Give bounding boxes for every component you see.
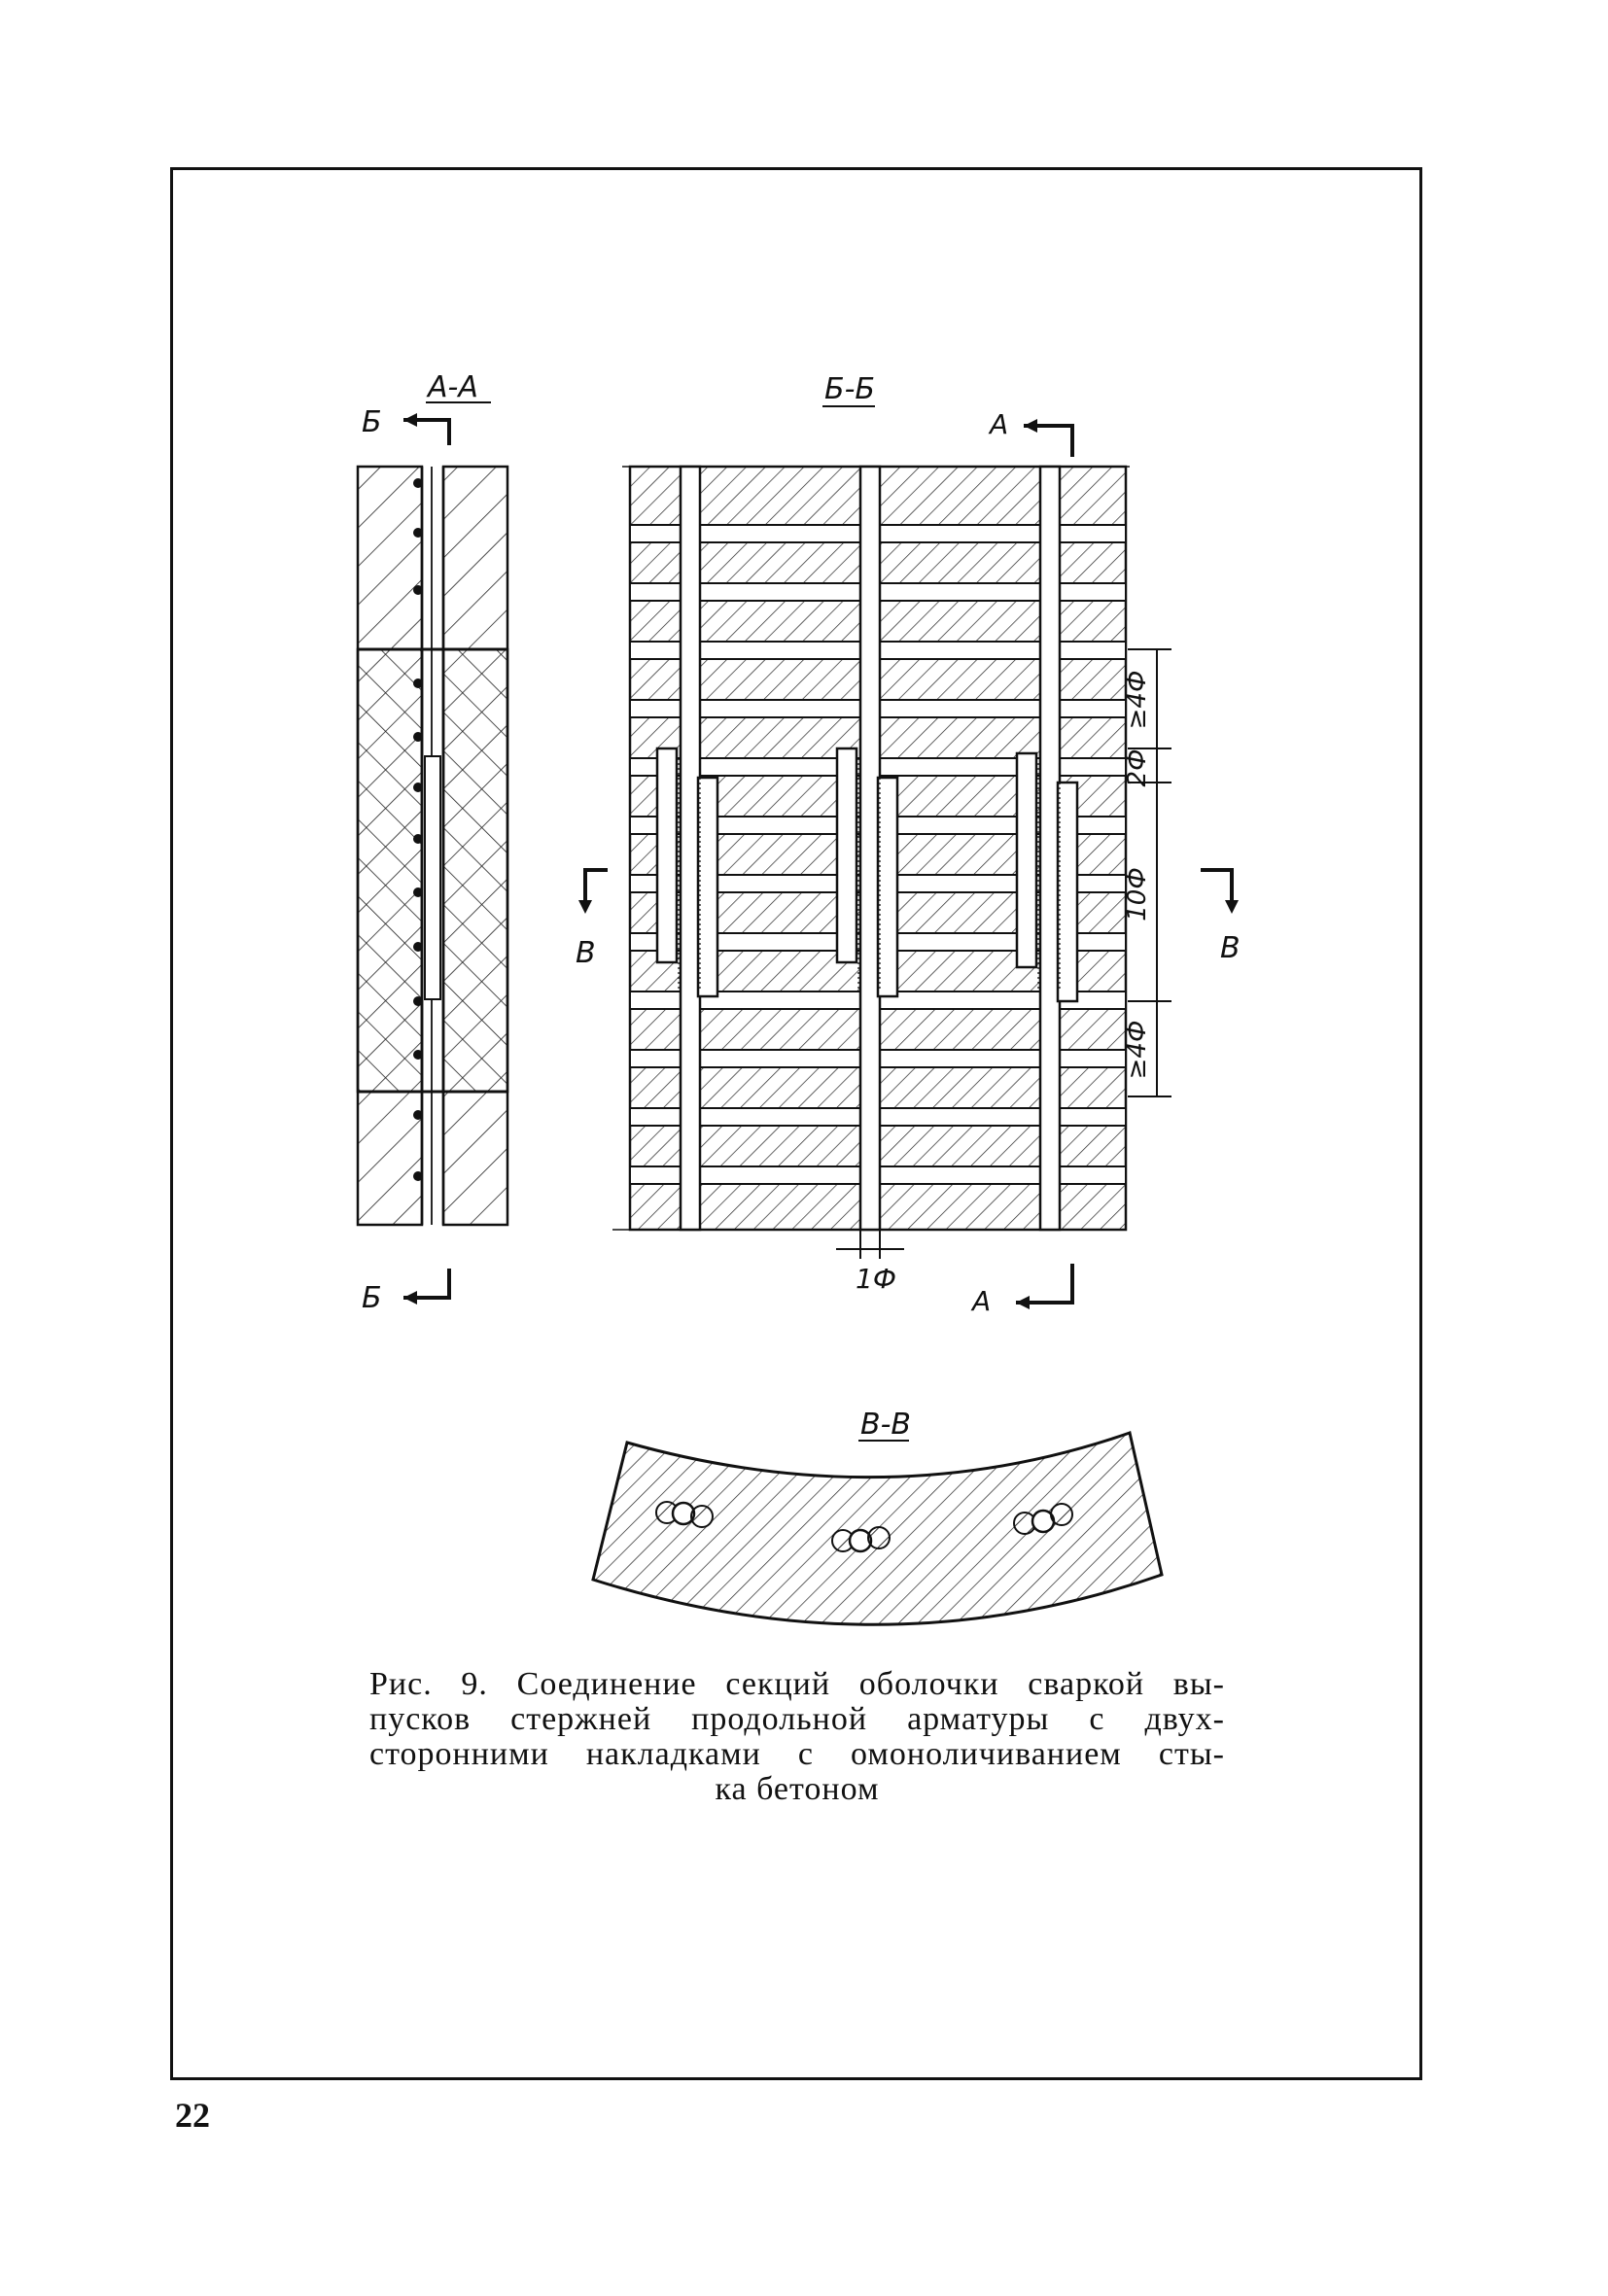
rebar-joint-group [831,1526,891,1553]
caption-line-4: ка бетоном [715,1771,880,1807]
section-vv-title: В-В [860,1408,911,1442]
section-marker-v-right: В [1220,931,1241,965]
section-arrow-icon [1201,868,1234,904]
section-arrow-icon [403,418,451,445]
section-marker-b-top: Б [362,405,382,439]
page-frame [170,167,1422,2080]
dim-1phi: 1Ф [856,1263,896,1295]
section-marker-a-top: А [988,408,1008,440]
section-arrow-icon [583,868,608,904]
section-aa: А-А Б Б [356,370,509,1315]
section-marker-a-bottom: А [970,1285,991,1317]
section-arrow-icon [1024,424,1074,457]
section-vv: В-В [591,1408,1164,1626]
caption-line-3: сторонними накладками с омоноличиванием … [369,1736,1225,1772]
section-bb: Б-Б А [576,372,1241,1317]
page-number: 22 [175,2096,210,2135]
rebar-joint-group [1013,1503,1073,1535]
section-marker-b-bottom: Б [362,1281,382,1315]
dim-2phi: 2Ф [1123,749,1152,787]
caption-line-2: пусков стержней продольной арматуры с дв… [369,1701,1225,1737]
dim-ge4phi-top: ≥4Ф [1123,671,1152,730]
figure-caption: Рис. 9. Соединение секций оболочки сварк… [369,1667,1225,1807]
dimension-lines [836,648,1171,1259]
section-marker-v-left: В [576,936,596,970]
section-arrow-icon [1016,1264,1074,1305]
section-bb-title: Б-Б [824,372,875,406]
dim-10phi: 10Ф [1123,867,1152,921]
section-aa-title: А-А [426,370,478,404]
caption-line-1: Рис. 9. Соединение секций оболочки сварк… [369,1666,1225,1702]
dim-ge4phi-bottom: ≥4Ф [1123,1021,1152,1080]
rebar-joint-group [655,1501,714,1528]
section-arrow-icon [403,1269,451,1300]
